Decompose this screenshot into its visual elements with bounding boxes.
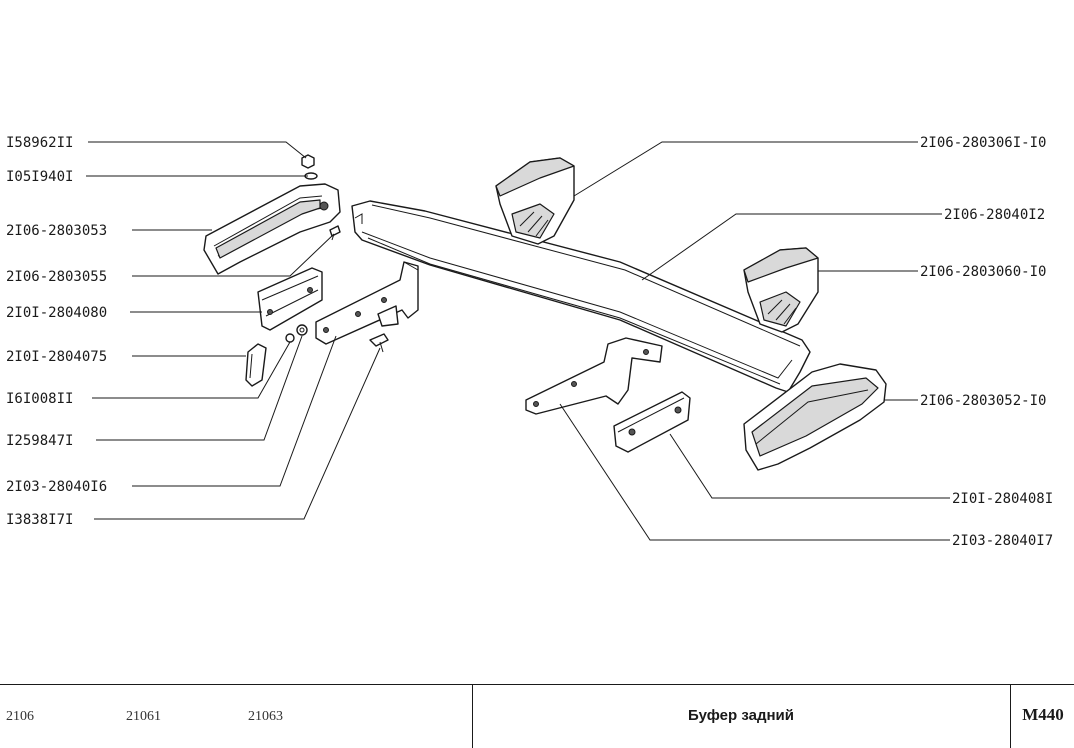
leader-lines-left xyxy=(86,141,381,520)
callout-label: I259847I xyxy=(6,433,73,449)
right-side-bracket xyxy=(613,391,691,453)
left-mounting-bracket xyxy=(315,261,419,345)
rubber-pad xyxy=(245,343,267,387)
callout-label: 2I03-28040I7 xyxy=(952,533,1053,549)
divider xyxy=(1010,685,1011,748)
callout-label: 2I06-2803053 xyxy=(6,223,107,239)
callout-labels-left: I58962II I05I940I 2I06-2803053 2I06-2803… xyxy=(6,135,107,528)
side-bracket xyxy=(257,267,323,331)
sheet-title: Буфер задний xyxy=(688,707,794,724)
leader-lines-right xyxy=(559,141,950,541)
bolt xyxy=(369,333,389,353)
model-code: 21061 xyxy=(126,709,161,724)
callout-label: 2I06-2803060-I0 xyxy=(920,264,1046,280)
callout-label: 2I06-2803052-I0 xyxy=(920,393,1046,409)
callout-label: I3838I7I xyxy=(6,512,73,528)
left-end-cap xyxy=(203,183,341,275)
divider xyxy=(472,685,473,748)
upper-guard xyxy=(495,157,575,245)
callout-label: I05I940I xyxy=(6,169,73,185)
nut xyxy=(301,154,315,169)
model-code: 2106 xyxy=(6,709,34,724)
callout-label: 2I0I-2804075 xyxy=(6,349,107,365)
callout-label: 2I0I-280408I xyxy=(952,491,1053,507)
flat-washer xyxy=(296,324,308,336)
callout-label: 2I0I-2804080 xyxy=(6,305,107,321)
bumper-beam xyxy=(351,200,811,393)
callout-label: 2I06-280306I-I0 xyxy=(920,135,1046,151)
model-code: 21063 xyxy=(248,709,283,724)
screw-small xyxy=(329,225,341,241)
callout-label: 2I06-28040I2 xyxy=(944,207,1045,223)
sheet-code: M440 xyxy=(1022,705,1064,724)
title-block: 2106 21061 21063 Буфер задний M440 xyxy=(0,684,1074,748)
callout-label: I6I008II xyxy=(6,391,73,407)
callout-labels-right: 2I06-280306I-I0 2I06-28040I2 2I06-280306… xyxy=(920,135,1053,549)
right-end-cap xyxy=(743,363,887,471)
spring-washer xyxy=(285,333,295,343)
right-mounting-bracket xyxy=(525,337,663,415)
callout-label: 2I03-28040I6 xyxy=(6,479,107,495)
callout-label: I58962II xyxy=(6,135,73,151)
callout-label: 2I06-2803055 xyxy=(6,269,107,285)
lower-guard xyxy=(743,247,819,333)
